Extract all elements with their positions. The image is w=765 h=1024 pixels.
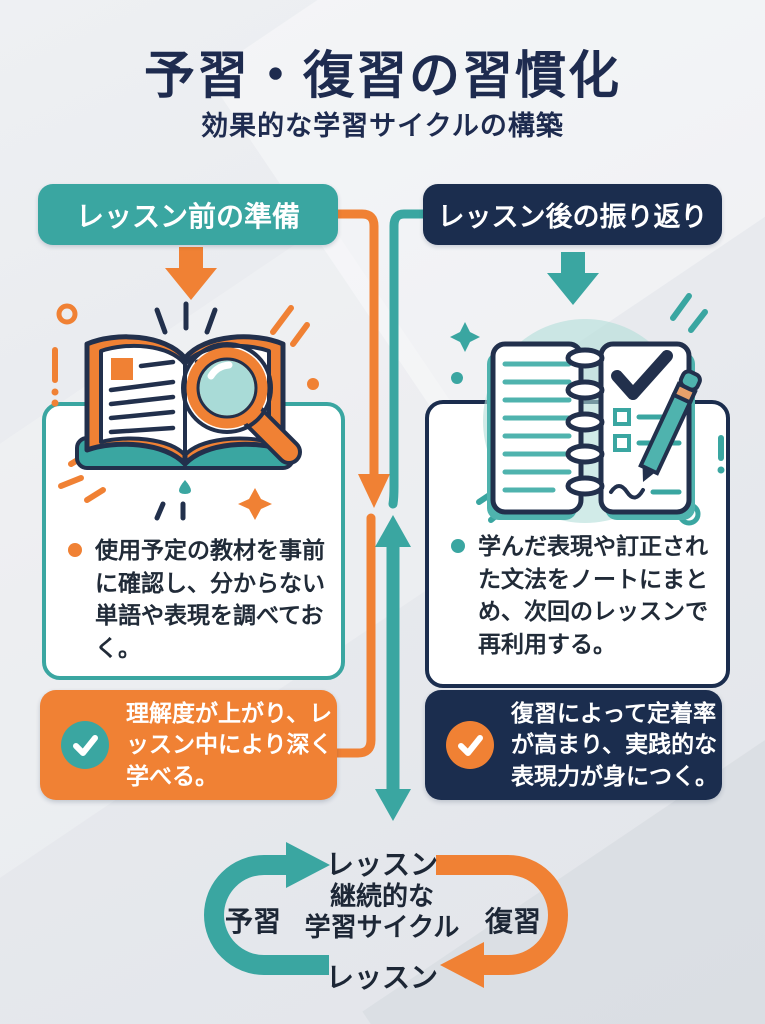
checkbox-icon (613, 408, 631, 426)
double-arrow-icon (375, 515, 411, 821)
cycle-center-line2: 学習サイクル (304, 912, 460, 942)
bullet-icon (451, 539, 465, 553)
magnifying-glass-icon (181, 342, 302, 465)
left-column-header-label: レッスン前の準備 (75, 200, 300, 232)
notebook-pen-illustration (450, 293, 725, 526)
cycle-right-label: 復習 (484, 906, 541, 937)
cycle-center-label: 継続的な 学習サイクル (277, 881, 487, 943)
right-result-text: 復習によって定着率が高まり、実践的な表現力が身につく。 (511, 700, 718, 789)
check-icon (611, 350, 673, 400)
left-result-text: 理解度が上がり、レッスン中により深く学べる。 (126, 700, 333, 789)
page-subtitle: 効果的な学習サイクルの構築 (201, 111, 564, 141)
right-column-header-label: レッスン後の振り返り (437, 202, 708, 232)
down-arrowhead-icon (358, 474, 390, 508)
left-info-text: 使用予定の教材を事前に確認し、分からない単語や表現を調べておく。 (95, 537, 325, 661)
cycle-top-label: レッスン (325, 849, 438, 880)
left-column-header: レッスン前の準備 (38, 184, 338, 245)
sparkle-decorations (51, 301, 319, 521)
cycle-center-line1: 継続的な (329, 881, 434, 911)
right-info-text: 学んだ表現や訂正された文法をノートにまとめ、次回のレッスンで再利用する。 (478, 533, 708, 657)
cycle-bottom-label: レッスン (325, 962, 438, 993)
bullet-icon (68, 543, 82, 557)
right-column-header: レッスン後の振り返り (423, 184, 722, 245)
cycle-left-label: 予習 (224, 906, 281, 937)
checkbox-icon (613, 434, 631, 452)
book-magnifier-illustration (51, 301, 319, 521)
page-title: 予習・復習の習慣化 (143, 47, 621, 104)
left-result-box: 理解度が上がり、レッスン中により深く学べる。 (40, 690, 337, 800)
spiral-binding (565, 347, 605, 497)
check-icon (61, 721, 109, 769)
check-icon (446, 721, 494, 769)
pen-icon (638, 369, 702, 482)
right-result-box: 復習によって定着率が高まり、実践的な表現力が身につく。 (425, 690, 722, 800)
teal-connector-line (388, 209, 433, 509)
